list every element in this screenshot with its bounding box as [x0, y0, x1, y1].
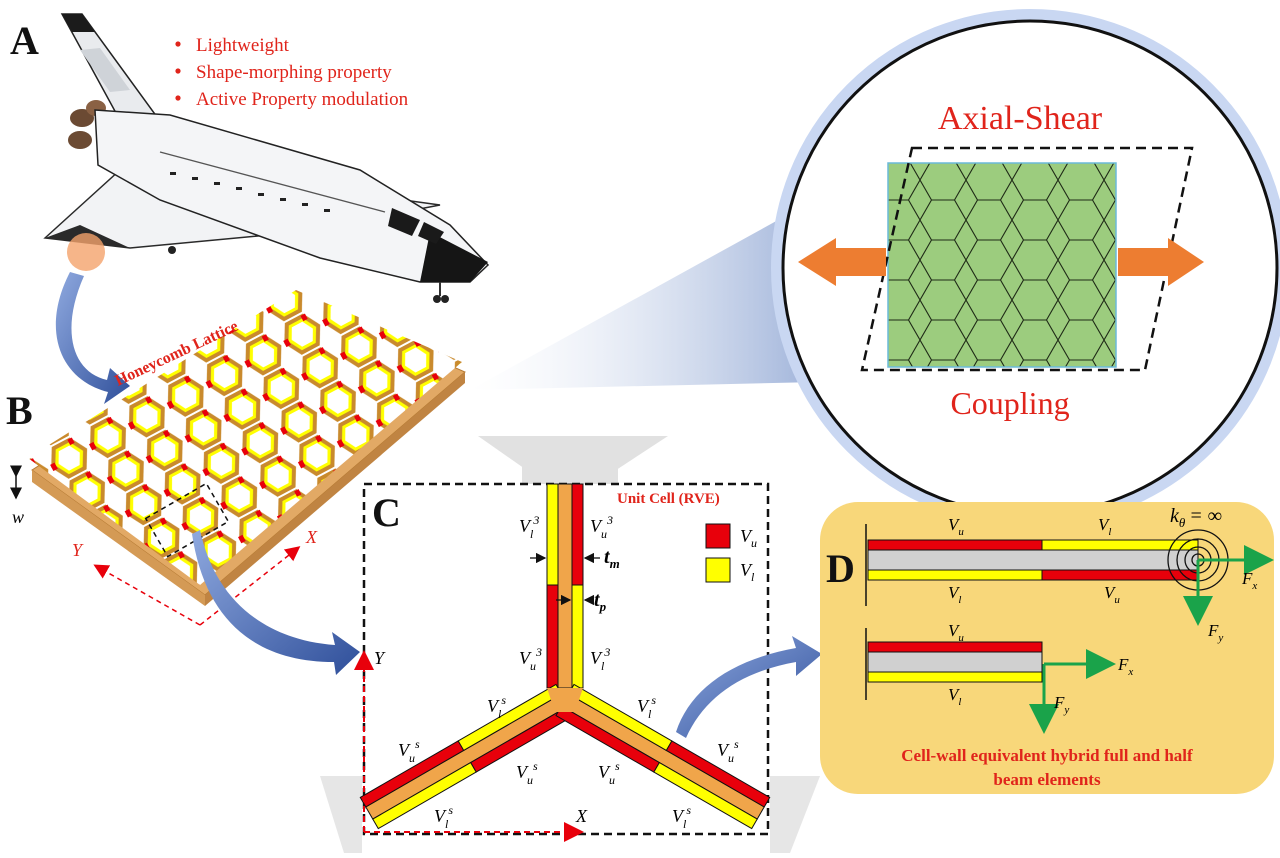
label-vls-right-bottom: Vls: [672, 803, 691, 831]
panel-d-caption-line1: Cell-wall equivalent hybrid full and hal…: [901, 746, 1193, 765]
background-gray-shape: [770, 776, 820, 853]
full-beam-fy-label: Fy: [1207, 621, 1223, 644]
bullet-dot: [175, 95, 181, 101]
legend-swatch-vl: [705, 557, 731, 583]
zoom-title: Axial-Shear: [938, 100, 1103, 137]
vertical-cell-wall: [546, 483, 584, 689]
label-vl3-top: Vl3: [519, 513, 539, 541]
curved-arrow-icon: [192, 530, 360, 675]
half-beam-fx-label: Fx: [1117, 655, 1133, 678]
panel-letter-a: A: [10, 18, 39, 63]
bullet-dot: [175, 68, 181, 74]
label-vus-right-inner: Vus: [598, 759, 620, 787]
label-vls-left: Vls: [487, 693, 506, 721]
panel-letter-c: C: [372, 490, 401, 535]
label-vu3-top: Vu3: [590, 513, 613, 541]
panel-letter-d: D: [826, 546, 855, 591]
lattice-y-axis: [93, 564, 201, 626]
space-shuttle-illustration: [43, 13, 490, 303]
background-gray-shape: [522, 436, 618, 484]
label-vus-left-inner: Vus: [516, 759, 538, 787]
bullet-shape-morphing: Shape-morphing property: [196, 62, 392, 83]
unit-cell-title: Unit Cell (RVE): [617, 491, 720, 507]
panel-letter-b: B: [6, 388, 33, 433]
tp-label: tp: [594, 589, 607, 614]
full-beam-fx-label: Fx: [1241, 569, 1257, 592]
wall-labels: Vl3 Vu3 Vu3 Vl3 Vls Vus Vus Vls Vls Vus …: [398, 513, 739, 831]
left-force-arrow-icon: [798, 238, 886, 286]
honeycomb-lattice-3d: [28, 290, 466, 606]
legend-label-vl: Vl: [740, 560, 755, 584]
full-beam-bottom-right-label: Vu: [1104, 583, 1120, 606]
label-vls-left-bottom: Vls: [434, 803, 453, 831]
lattice-x-axis: [199, 546, 301, 626]
half-beam-bottom-label: Vl: [948, 685, 961, 708]
label-vu3-mid: Vu3: [519, 645, 542, 673]
background-gray-shape: [320, 776, 362, 853]
sheared-outline: [860, 146, 1194, 372]
bullet-lightweight: Lightweight: [196, 35, 290, 56]
cell-x-label: X: [575, 806, 588, 826]
curved-arrow-icon: [676, 636, 822, 738]
label-vls-right: Vls: [637, 693, 656, 721]
half-beam-element: [865, 628, 1043, 700]
full-beam-top-right-label: Vl: [1098, 515, 1111, 538]
cell-y-label: Y: [374, 648, 386, 668]
left-inclined-cell-wall: [359, 683, 575, 830]
legend-swatch-vu: [705, 523, 731, 549]
legend-label-vu: Vu: [740, 526, 757, 550]
full-beam-top-left-label: Vu: [948, 515, 964, 538]
bullet-active-modulation: Active Property modulation: [196, 89, 409, 110]
wing-highlight-spot: [67, 233, 105, 271]
right-inclined-cell-wall: [555, 683, 771, 830]
label-vl3-mid: Vl3: [590, 645, 610, 673]
full-beam-element: [865, 524, 1199, 606]
junction-core: [547, 688, 583, 712]
label-vus-right-outer: Vus: [717, 737, 739, 765]
lattice-y-label: Y: [72, 540, 84, 560]
half-beam-top-label: Vu: [948, 621, 964, 644]
lattice-x-label: X: [305, 527, 318, 547]
label-vus-left-outer: Vus: [398, 737, 420, 765]
right-force-arrow-icon: [1118, 238, 1204, 286]
panel-d-caption-line2: beam elements: [993, 770, 1101, 789]
hexagonal-grid: [887, 162, 1117, 368]
zoom-subtitle: Coupling: [950, 385, 1069, 421]
bullet-list: Lightweight Shape-morphing property Acti…: [175, 35, 409, 110]
curved-arrow-icon: [55, 272, 130, 404]
full-beam-bottom-left-label: Vl: [948, 583, 961, 606]
tm-label: tm: [604, 546, 620, 571]
half-beam-fy-label: Fy: [1053, 693, 1069, 716]
bullet-dot: [175, 41, 181, 47]
axis-w-label: w: [12, 507, 24, 527]
spring-stiffness-label: kθ= ∞: [1170, 505, 1222, 530]
